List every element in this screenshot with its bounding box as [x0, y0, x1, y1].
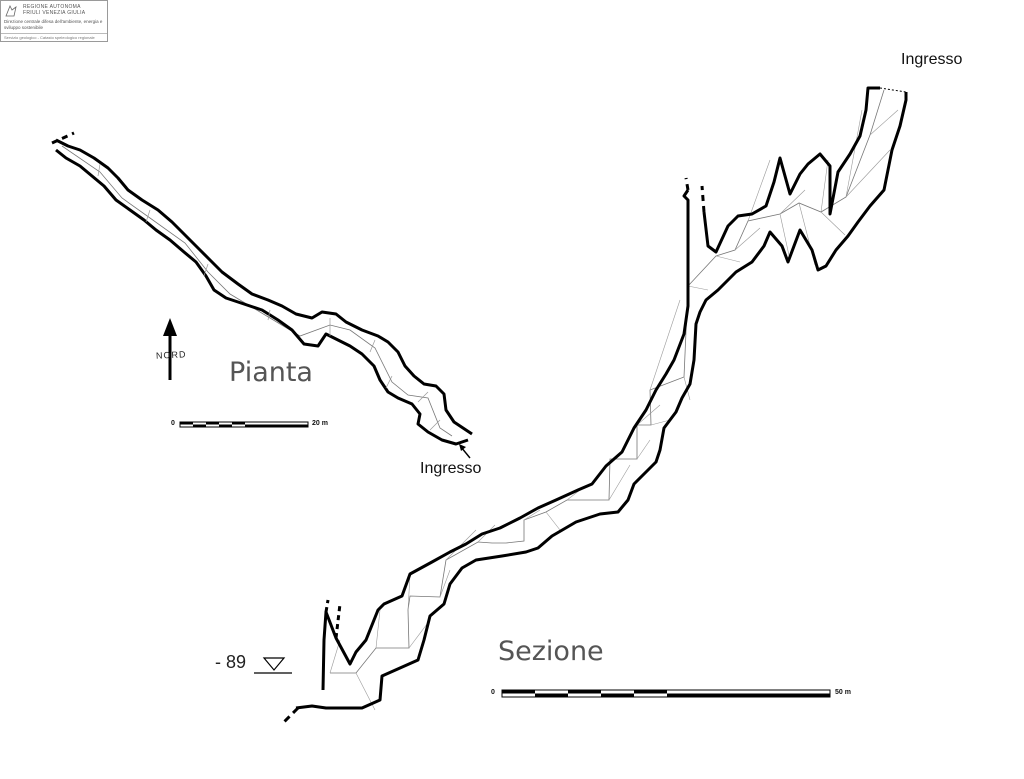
- regional-logo-icon: [5, 5, 17, 17]
- header-region-name: FRIULI VENEZIA GIULIA: [23, 10, 86, 16]
- plan-entrance-arrow-icon: [459, 444, 471, 459]
- plan-station-ticks: [97, 163, 441, 431]
- plan-scale-end: 20 m: [312, 420, 328, 427]
- header-service: Servizio geologico - Catasto speleologic…: [4, 35, 95, 40]
- section-open-end-bottom: [280, 706, 300, 726]
- plan-entrance-label: Ingresso: [420, 460, 482, 477]
- section-open-end-pit: [324, 599, 330, 613]
- section-scale-end: 50 m: [835, 689, 851, 696]
- section-title: Sezione: [498, 636, 604, 667]
- plan-scale-bar: [179, 421, 309, 428]
- plan-survey-line: [61, 145, 453, 437]
- section-wall-roof: [321, 189, 690, 691]
- north-arrow-icon: [163, 318, 177, 380]
- plan-view: [51, 131, 473, 459]
- institution-header: REGIONE AUTONOMA FRIULI VENEZIA GIULIA D…: [0, 0, 108, 42]
- section-entrance-label: Ingresso: [901, 51, 963, 68]
- section-survey-line: [330, 89, 885, 674]
- water-level-triangle-icon: [254, 657, 292, 674]
- section-open-end-chimney: [684, 177, 690, 191]
- plan-scale-start: 0: [171, 420, 175, 427]
- north-label: NORD: [155, 349, 187, 361]
- plan-title: Pianta: [229, 357, 313, 388]
- section-wall-upper-roof: [702, 86, 880, 254]
- header-region-line: REGIONE AUTONOMA: [23, 4, 81, 10]
- section-wall-floor: [295, 92, 908, 710]
- section-scale-start: 0: [491, 689, 495, 696]
- section-scale-bar: [501, 689, 831, 698]
- header-divider: [1, 33, 107, 34]
- section-open-end-chimney-2: [700, 185, 706, 213]
- depth-label: - 89: [215, 652, 247, 672]
- section-entrance-opening: [879, 87, 907, 93]
- section-view: [254, 86, 908, 726]
- plan-wall-lower: [55, 148, 469, 446]
- plan-open-end: [51, 131, 75, 145]
- header-directorate: Direzione centrale difesa dell'ambiente,…: [4, 19, 103, 30]
- section-open-end-pit-2: [334, 603, 342, 639]
- plan-wall-upper: [55, 138, 473, 436]
